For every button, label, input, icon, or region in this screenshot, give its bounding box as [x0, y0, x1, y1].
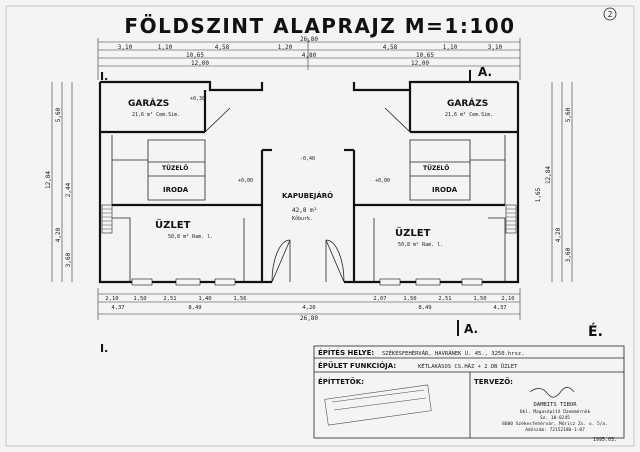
stair-right: [505, 204, 517, 234]
bot-dim-r1-7: 1,50: [403, 296, 416, 302]
right-dimension-lines: [551, 82, 573, 282]
room-garage-right-area: 21,6 m² Cem.Sim.: [445, 112, 493, 118]
designer-name: DAMBITS TIBOR: [533, 402, 577, 408]
sheet-number: 2: [608, 10, 613, 19]
left-dim-5: 3,60: [65, 252, 72, 267]
left-dim-4: 2,44: [65, 182, 72, 197]
left-dim-3: 4,20: [55, 227, 62, 242]
top-dim-r1-7: 3,10: [488, 44, 503, 51]
plan-walls: [98, 80, 520, 284]
room-office-left: IRODA: [163, 186, 189, 194]
bot-dim-r1-10: 2,10: [501, 296, 514, 302]
bot-dim-r2-4: 8,49: [418, 305, 431, 311]
site-label: ÉPÍTÉS HELYE:: [318, 348, 374, 357]
room-shop-left: ÜZLET: [155, 217, 191, 231]
section-mark-e: É.: [588, 323, 603, 340]
top-dim-r1-5: 4,58: [383, 44, 398, 51]
right-dim-1: 5,60: [565, 107, 572, 122]
left-dim-1: 5,60: [55, 107, 62, 122]
left-dim-2: 12,84: [45, 171, 52, 189]
top-dim-r2-2: 4,80: [302, 52, 317, 59]
top-dim-r1-3: 4,58: [215, 44, 230, 51]
bot-dim-r1-5: 1,56: [233, 296, 246, 302]
gateway-gate: [271, 239, 345, 283]
top-dim-r1-2: 1,10: [158, 44, 173, 51]
top-dim-r3-2: 12,00: [411, 60, 429, 67]
facade-windows: [131, 278, 483, 286]
room-garage-left: GARÁZS: [128, 97, 169, 109]
drawing-title: FÖLDSZINT ALAPRAJZ M=1:100: [124, 14, 515, 38]
bot-dim-r2-5: 4,37: [493, 305, 506, 311]
room-shop-right: ÜZLET: [395, 225, 431, 239]
title-block: [313, 345, 625, 439]
section-mark-a-bottom: A.: [464, 322, 478, 336]
right-dim-2: 12,84: [545, 166, 552, 184]
room-heating-left: TÜZELŐ: [162, 165, 188, 172]
designer-phone: Adószám: 72152180-1-07: [525, 426, 585, 433]
top-dim-r1-6: 1,10: [443, 44, 458, 51]
designer-signature: [529, 387, 575, 398]
top-dim-r1-4: 1,20: [278, 44, 293, 51]
bot-dim-r1-4: 1,40: [198, 296, 211, 302]
designer-code: Sz. 10-0245: [540, 415, 570, 421]
bottom-dimension-lines: [97, 288, 521, 320]
room-office-right: IRODA: [432, 186, 458, 194]
sheet-border: [5, 5, 635, 447]
section-mark-a-top: A.: [478, 65, 492, 79]
designer-title: Okl. Magasépítő Üzemmérnök: [520, 408, 591, 415]
bot-dim-r1-3: 2,51: [163, 296, 176, 302]
top-dim-r1-1: 3,10: [118, 44, 133, 51]
garage-door-left: [204, 107, 231, 133]
bot-total-dim: 26,80: [300, 315, 318, 322]
room-garage-left-area: 21,6 m² Cem.Sim.: [132, 112, 180, 118]
site-value: SZÉKESFEHÉRVÁR, HAVRÁNEK U. 45., 3250.hr…: [382, 349, 524, 357]
level-mark-2: +0,00: [375, 178, 390, 184]
builders-label: ÉPÍTTETŐK:: [318, 377, 364, 386]
room-heating-right: TÜZELŐ: [423, 165, 449, 172]
top-dim-r2-1: 10,65: [186, 52, 204, 59]
top-dim-r2-3: 10,65: [416, 52, 434, 59]
function-label: ÉPÜLET FUNKCIÓJA:: [318, 361, 396, 370]
level-mark-3: +0,30: [190, 96, 205, 102]
right-dim-3: 4,20: [555, 227, 562, 242]
room-shop-right-area: 50,8 m² Ram. l.: [398, 242, 443, 248]
designer-address: 8000 Székesfehérvár, Móricz Zs. u. 5/a.: [502, 420, 608, 427]
bot-dim-r1-1: 2,10: [105, 296, 118, 302]
level-mark-1: +0,00: [238, 178, 253, 184]
sheet-number-circle: [603, 7, 617, 21]
top-dim-r3-1: 12,00: [191, 60, 209, 67]
bot-dim-r1-2: 1,50: [133, 296, 146, 302]
bot-dim-r1-6: 2,07: [373, 296, 386, 302]
room-gateway-area: 42,8 m²: [292, 207, 317, 214]
top-total-dim: 26,80: [300, 36, 318, 43]
garage-door-right: [384, 107, 411, 133]
level-mark-4: -0,40: [300, 156, 315, 162]
right-dim-5: 1,65: [535, 187, 542, 202]
stair-left: [101, 204, 113, 234]
right-dim-4: 3,60: [565, 247, 572, 262]
bot-dim-r2-3: 4,20: [302, 305, 315, 311]
room-gateway: KAPUBEJÁRÓ: [282, 191, 333, 200]
drawing-date: 1995.03.: [593, 437, 617, 443]
bot-dim-r1-8: 2,51: [438, 296, 451, 302]
room-gateway-note: Kőburk.: [292, 216, 313, 222]
bot-dim-r1-9: 1,50: [473, 296, 486, 302]
designer-label: TERVEZŐ:: [474, 377, 513, 386]
bot-dim-r2-1: 4,37: [111, 305, 124, 311]
top-dimension-lines: [97, 38, 521, 80]
bot-dim-r2-2: 8,49: [188, 305, 201, 311]
room-garage-right: GARÁZS: [447, 97, 488, 109]
section-mark-i-bottom: I.: [100, 342, 108, 355]
room-shop-left-area: 50,8 m² Ram. l.: [168, 234, 213, 240]
section-mark-i-top: I.: [100, 70, 108, 83]
function-value: KÉTLAKÁSOS CS.HÁZ + 2 DB ÜZLET: [418, 362, 518, 370]
left-dimension-lines: [51, 82, 73, 282]
builder-stamp: [324, 384, 432, 426]
